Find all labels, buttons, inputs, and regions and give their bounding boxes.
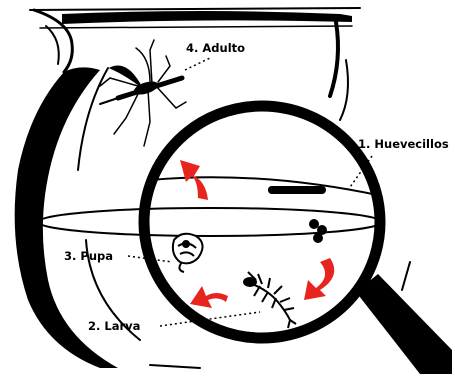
cycle-arrow-icon	[180, 160, 208, 200]
cycle-arrow-icon	[190, 286, 228, 308]
mosquito-icon	[100, 40, 186, 146]
label-pupa: 3. Pupa	[64, 249, 113, 263]
label-larva: 2. Larva	[88, 319, 140, 333]
pupa-icon	[173, 234, 203, 272]
larva-icon	[244, 272, 296, 328]
label-adulto: 4. Adulto	[186, 41, 245, 55]
jar-icon	[15, 8, 410, 368]
label-huevecillos: 1. Huevecillos	[358, 137, 449, 151]
cycle-arrow-icon	[304, 258, 334, 300]
water-surface	[38, 177, 382, 236]
